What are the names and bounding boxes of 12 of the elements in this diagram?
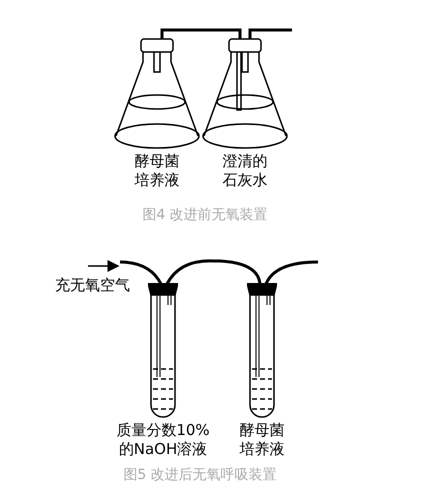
figure-caption: 图5 改进后无氧呼吸装置 — [123, 466, 277, 484]
glass-pipe — [264, 260, 318, 285]
apparatus-label: 酵母菌培养液 — [134, 152, 180, 190]
glass-pipe — [248, 28, 292, 39]
glass-pipe — [160, 28, 242, 39]
gas-label: 充无氧空气 — [55, 276, 130, 295]
glass-pipe — [120, 260, 162, 285]
apparatus-label: 酵母菌培养液 — [238, 421, 286, 459]
figure-caption: 图4 改进前无氧装置 — [142, 206, 268, 224]
apparatus-label: 质量分数10%的NaOH溶液 — [115, 421, 211, 459]
glass-pipe — [166, 259, 262, 285]
apparatus-label: 澄清的石灰水 — [222, 152, 268, 190]
